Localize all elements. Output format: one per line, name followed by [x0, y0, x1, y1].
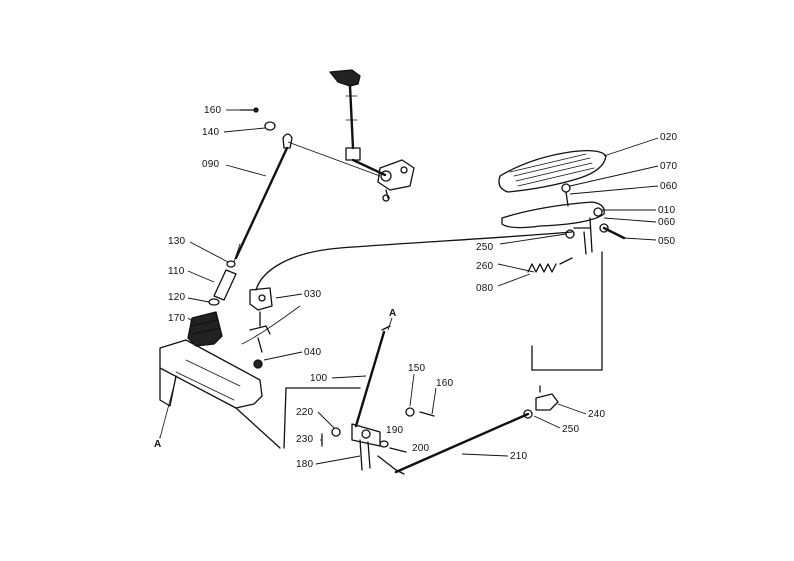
lever-100 [351, 325, 391, 447]
bracket-030 [249, 287, 273, 335]
washer-140 [264, 121, 276, 131]
part-130-collar [226, 260, 236, 268]
pedal-pivot-070-060 [561, 183, 571, 207]
label-090: 090 [202, 159, 220, 170]
label-260: 260 [476, 261, 494, 272]
label-180: 180 [296, 459, 314, 470]
washer-220 [331, 427, 341, 437]
hand-throttle-lever [329, 69, 415, 202]
label-220: 220 [296, 407, 314, 418]
bracket-180 [359, 439, 371, 471]
rod-210 [377, 412, 530, 475]
label-140: 140 [202, 127, 220, 138]
pedal-arm-010 [501, 201, 605, 229]
bolt-050 [599, 223, 626, 240]
label-130: 130 [168, 236, 186, 247]
label-120: 120 [168, 292, 186, 303]
spring-080 [527, 257, 573, 273]
leader-lines [187, 109, 659, 465]
label-150: 150 [408, 363, 426, 374]
part-110-sleeve [213, 269, 237, 301]
label-060-lower: 060 [658, 217, 676, 228]
label-190: 190 [386, 425, 404, 436]
throttle-cable [255, 231, 573, 291]
rod-end-240 [535, 385, 559, 411]
label-080: 080 [476, 283, 494, 294]
section-label-a-bottom: A [154, 439, 162, 450]
label-010: 010 [658, 205, 676, 216]
label-030: 030 [304, 289, 322, 300]
label-070: 070 [660, 161, 678, 172]
label-100: 100 [310, 373, 328, 384]
label-250-upper: 250 [476, 242, 494, 253]
part-120-ring [208, 298, 220, 306]
part-040-clip [241, 305, 301, 369]
pin-160-top [239, 107, 259, 113]
label-040: 040 [304, 347, 322, 358]
link-line-hand-lever [287, 141, 381, 177]
washer-250-lower [523, 409, 533, 419]
label-200: 200 [412, 443, 430, 454]
pin-160-lower [419, 411, 435, 417]
label-230: 230 [296, 434, 314, 445]
washer-150 [405, 407, 415, 417]
pedal-linkage [531, 251, 603, 371]
floor-plate-bracket [159, 339, 361, 449]
throttle-rod-090 [233, 133, 293, 263]
section-arrow-top [387, 317, 393, 331]
washer-190 [379, 440, 389, 448]
label-020: 020 [660, 132, 678, 143]
label-240: 240 [588, 409, 606, 420]
pin-200 [389, 447, 407, 453]
label-110: 110 [168, 266, 185, 277]
label-170: 170 [168, 313, 186, 324]
label-050: 050 [658, 236, 676, 247]
foot-pedal-020 [498, 150, 607, 193]
section-label-a-top: A [389, 308, 397, 319]
rubber-boot-170 [187, 311, 223, 347]
label-160-top: 160 [204, 105, 222, 116]
label-060-top: 060 [660, 181, 678, 192]
label-250-lower: 250 [562, 424, 580, 435]
label-160-lower: 160 [436, 378, 454, 389]
label-210: 210 [510, 451, 528, 462]
